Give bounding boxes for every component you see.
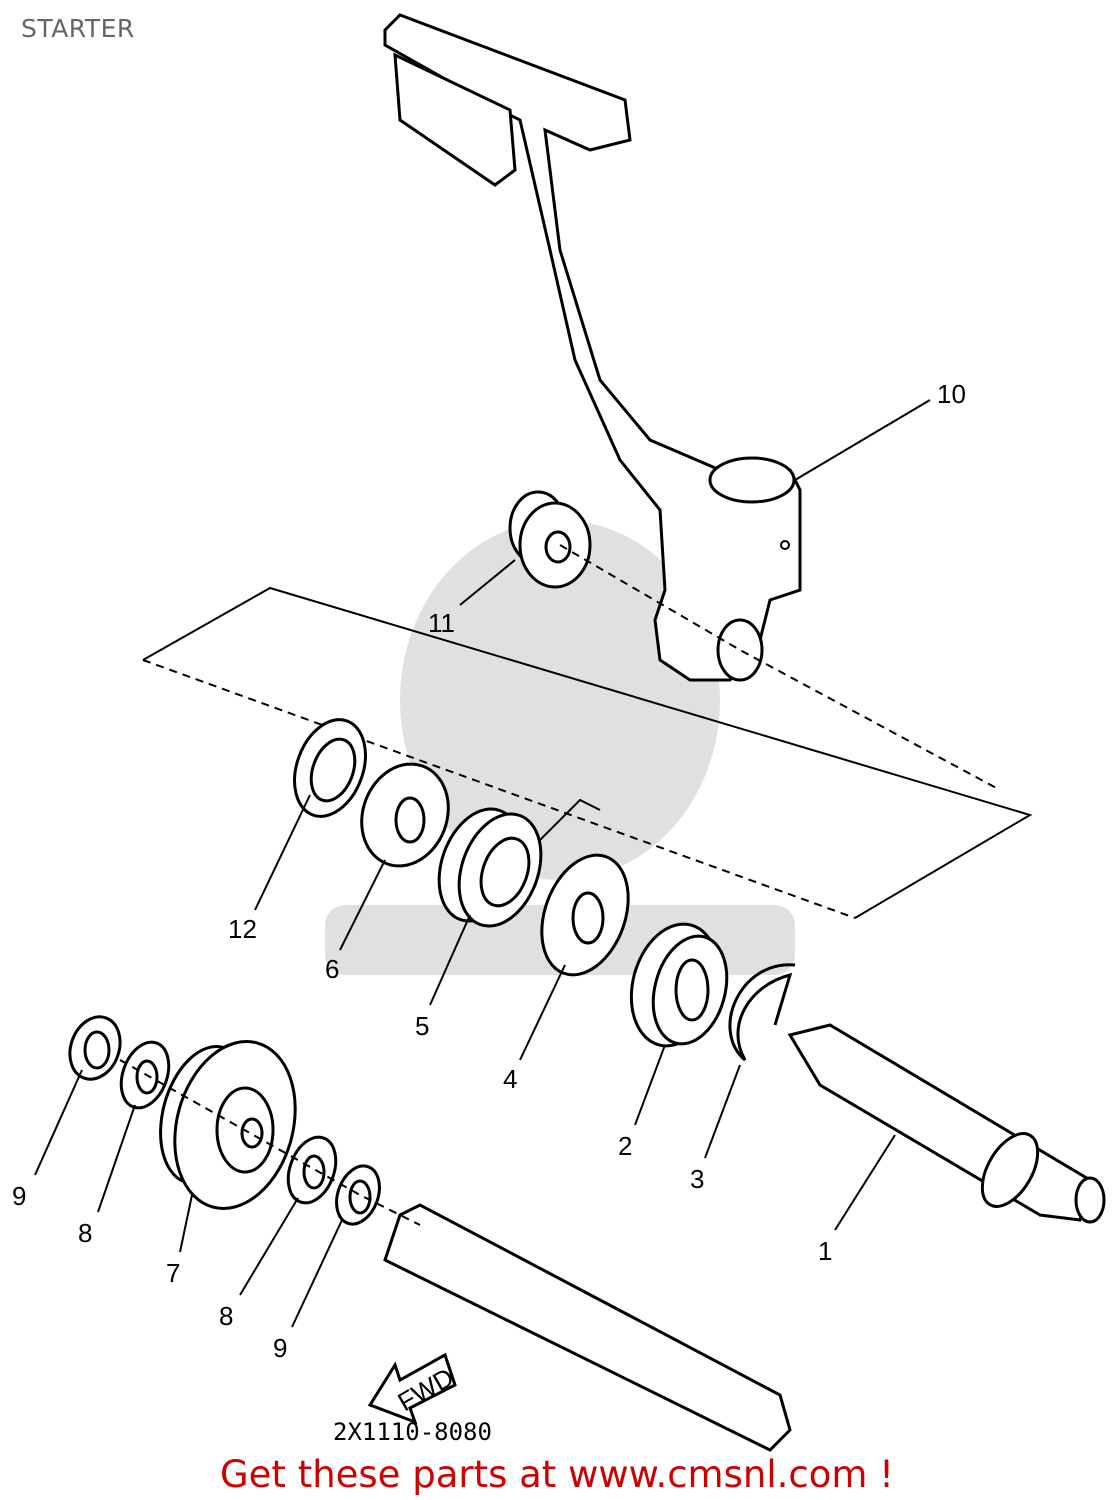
leader-lines: [34, 399, 931, 1328]
part-3-clip[interactable]: [728, 963, 796, 1062]
part-4-washer[interactable]: [526, 843, 644, 987]
callout-1: 1: [818, 1236, 832, 1266]
fwd-arrow: FWD: [367, 1352, 459, 1425]
callout-7: 7: [166, 1258, 180, 1288]
callout-10: 10: [937, 379, 966, 409]
part-11-bushing[interactable]: [508, 490, 592, 589]
callout-3: 3: [690, 1164, 704, 1194]
callout-9-right: 9: [273, 1333, 287, 1363]
callout-5: 5: [415, 1011, 429, 1041]
callout-12: 12: [228, 914, 257, 944]
callout-2: 2: [618, 1131, 632, 1161]
callout-9-left: 9: [12, 1181, 26, 1211]
callout-4: 4: [503, 1064, 517, 1094]
part-6-spring-guide[interactable]: [348, 752, 463, 878]
kick-starter-lever[interactable]: [383, 13, 802, 682]
callout-8-right: 8: [219, 1301, 233, 1331]
callout-8-left: 8: [78, 1218, 92, 1248]
part-12-oil-seal[interactable]: [282, 710, 378, 827]
countershaft-reference: [383, 1203, 792, 1452]
part-7-idle-gear[interactable]: [146, 1028, 313, 1222]
assembly-outline: [142, 586, 1033, 919]
callout-6: 6: [325, 954, 339, 984]
part-2-ratchet[interactable]: [618, 914, 738, 1056]
callout-11: 11: [428, 608, 455, 638]
part-1-kick-axle[interactable]: [787, 1023, 1106, 1224]
diagram-code: 2X1110-8080: [333, 1418, 492, 1446]
part-5-torsion-spring[interactable]: [424, 798, 601, 938]
part-8-washer-right[interactable]: [280, 1131, 345, 1210]
diagram-title: STARTER: [21, 14, 135, 43]
assembly-outline-dashed: [142, 659, 856, 919]
promo-link[interactable]: Get these parts at www.cmsnl.com !: [219, 1453, 894, 1496]
part-9-circlip-left[interactable]: [62, 1010, 129, 1087]
